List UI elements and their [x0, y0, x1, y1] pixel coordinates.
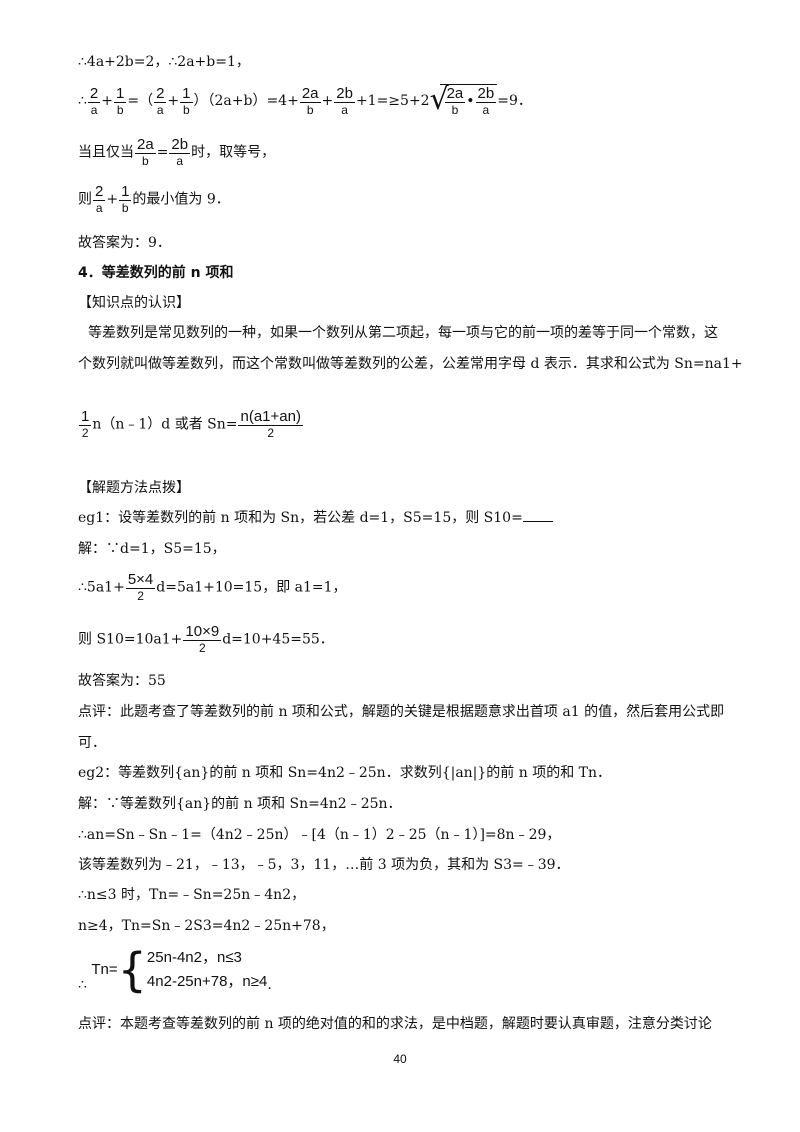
knowledge-label: 【知识点的认识】	[78, 295, 190, 311]
answer-1: 故答案为：9．	[78, 235, 171, 251]
brace-icon: {	[117, 943, 147, 997]
answer-2: 故答案为：55	[78, 673, 166, 689]
example-2: eg2：等差数列{an}的前 n 项和 Sn=4n2﹣25n．求数列{|an|}…	[78, 765, 612, 781]
answer-blank	[522, 509, 553, 522]
page-number: 40	[393, 1052, 407, 1066]
paragraph-line-2: 个数列就叫做等差数列，而这个常数叫做等差数列的公差，公差常用字母 d 表示．其求…	[78, 356, 743, 372]
example-1: eg1：设等差数列的前 n 项和为 Sn，若公差 d=1，S5=15，则 S10…	[78, 509, 553, 527]
example-1-solution: 解：∵d=1，S5=15，	[78, 541, 226, 557]
example-2-step-2: ∴an=Sn﹣Sn﹣1=（4n2﹣25n）﹣[4（n﹣1）2﹣25（n﹣1）]=…	[78, 827, 561, 843]
fraction: n(a1+an)2	[238, 408, 303, 440]
example-2-step-4: ∴n≤3 时，Tn=﹣Sn=25n﹣4n2，	[78, 887, 306, 903]
method-label: 【解题方法点拨】	[78, 480, 190, 496]
paragraph-line-1: 等差数列是常见数列的一种，如果一个数列从第二项起，每一项与它的前一项的差等于同一…	[88, 325, 718, 341]
comment-2: 点评：本题考查等差数列的前 n 项的绝对值的和的求法，是中档题，解题时要认真审题…	[78, 1016, 712, 1032]
line-1: ∴4a+2b=2，∴2a+b=1，	[78, 54, 250, 70]
example-2-step-5: n≥4，Tn=Sn﹣2S3=4n2﹣25n+78，	[78, 918, 335, 934]
comment-1-line-2: 可．	[78, 735, 106, 751]
section-heading: 4．等差数列的前 n 项和	[78, 265, 234, 281]
comment-1-line-1: 点评：此题考查了等差数列的前 n 项和公式，解题的关键是根据题意求出首项 a1 …	[78, 704, 725, 720]
example-2-step-3: 该等差数列为﹣21，﹣13，﹣5，3，11，…前 3 项为负，其和为 S3=﹣3…	[78, 857, 570, 873]
example-2-solution: 解：∵等差数列{an}的前 n 项和 Sn=4n2﹣25n．	[78, 796, 402, 812]
